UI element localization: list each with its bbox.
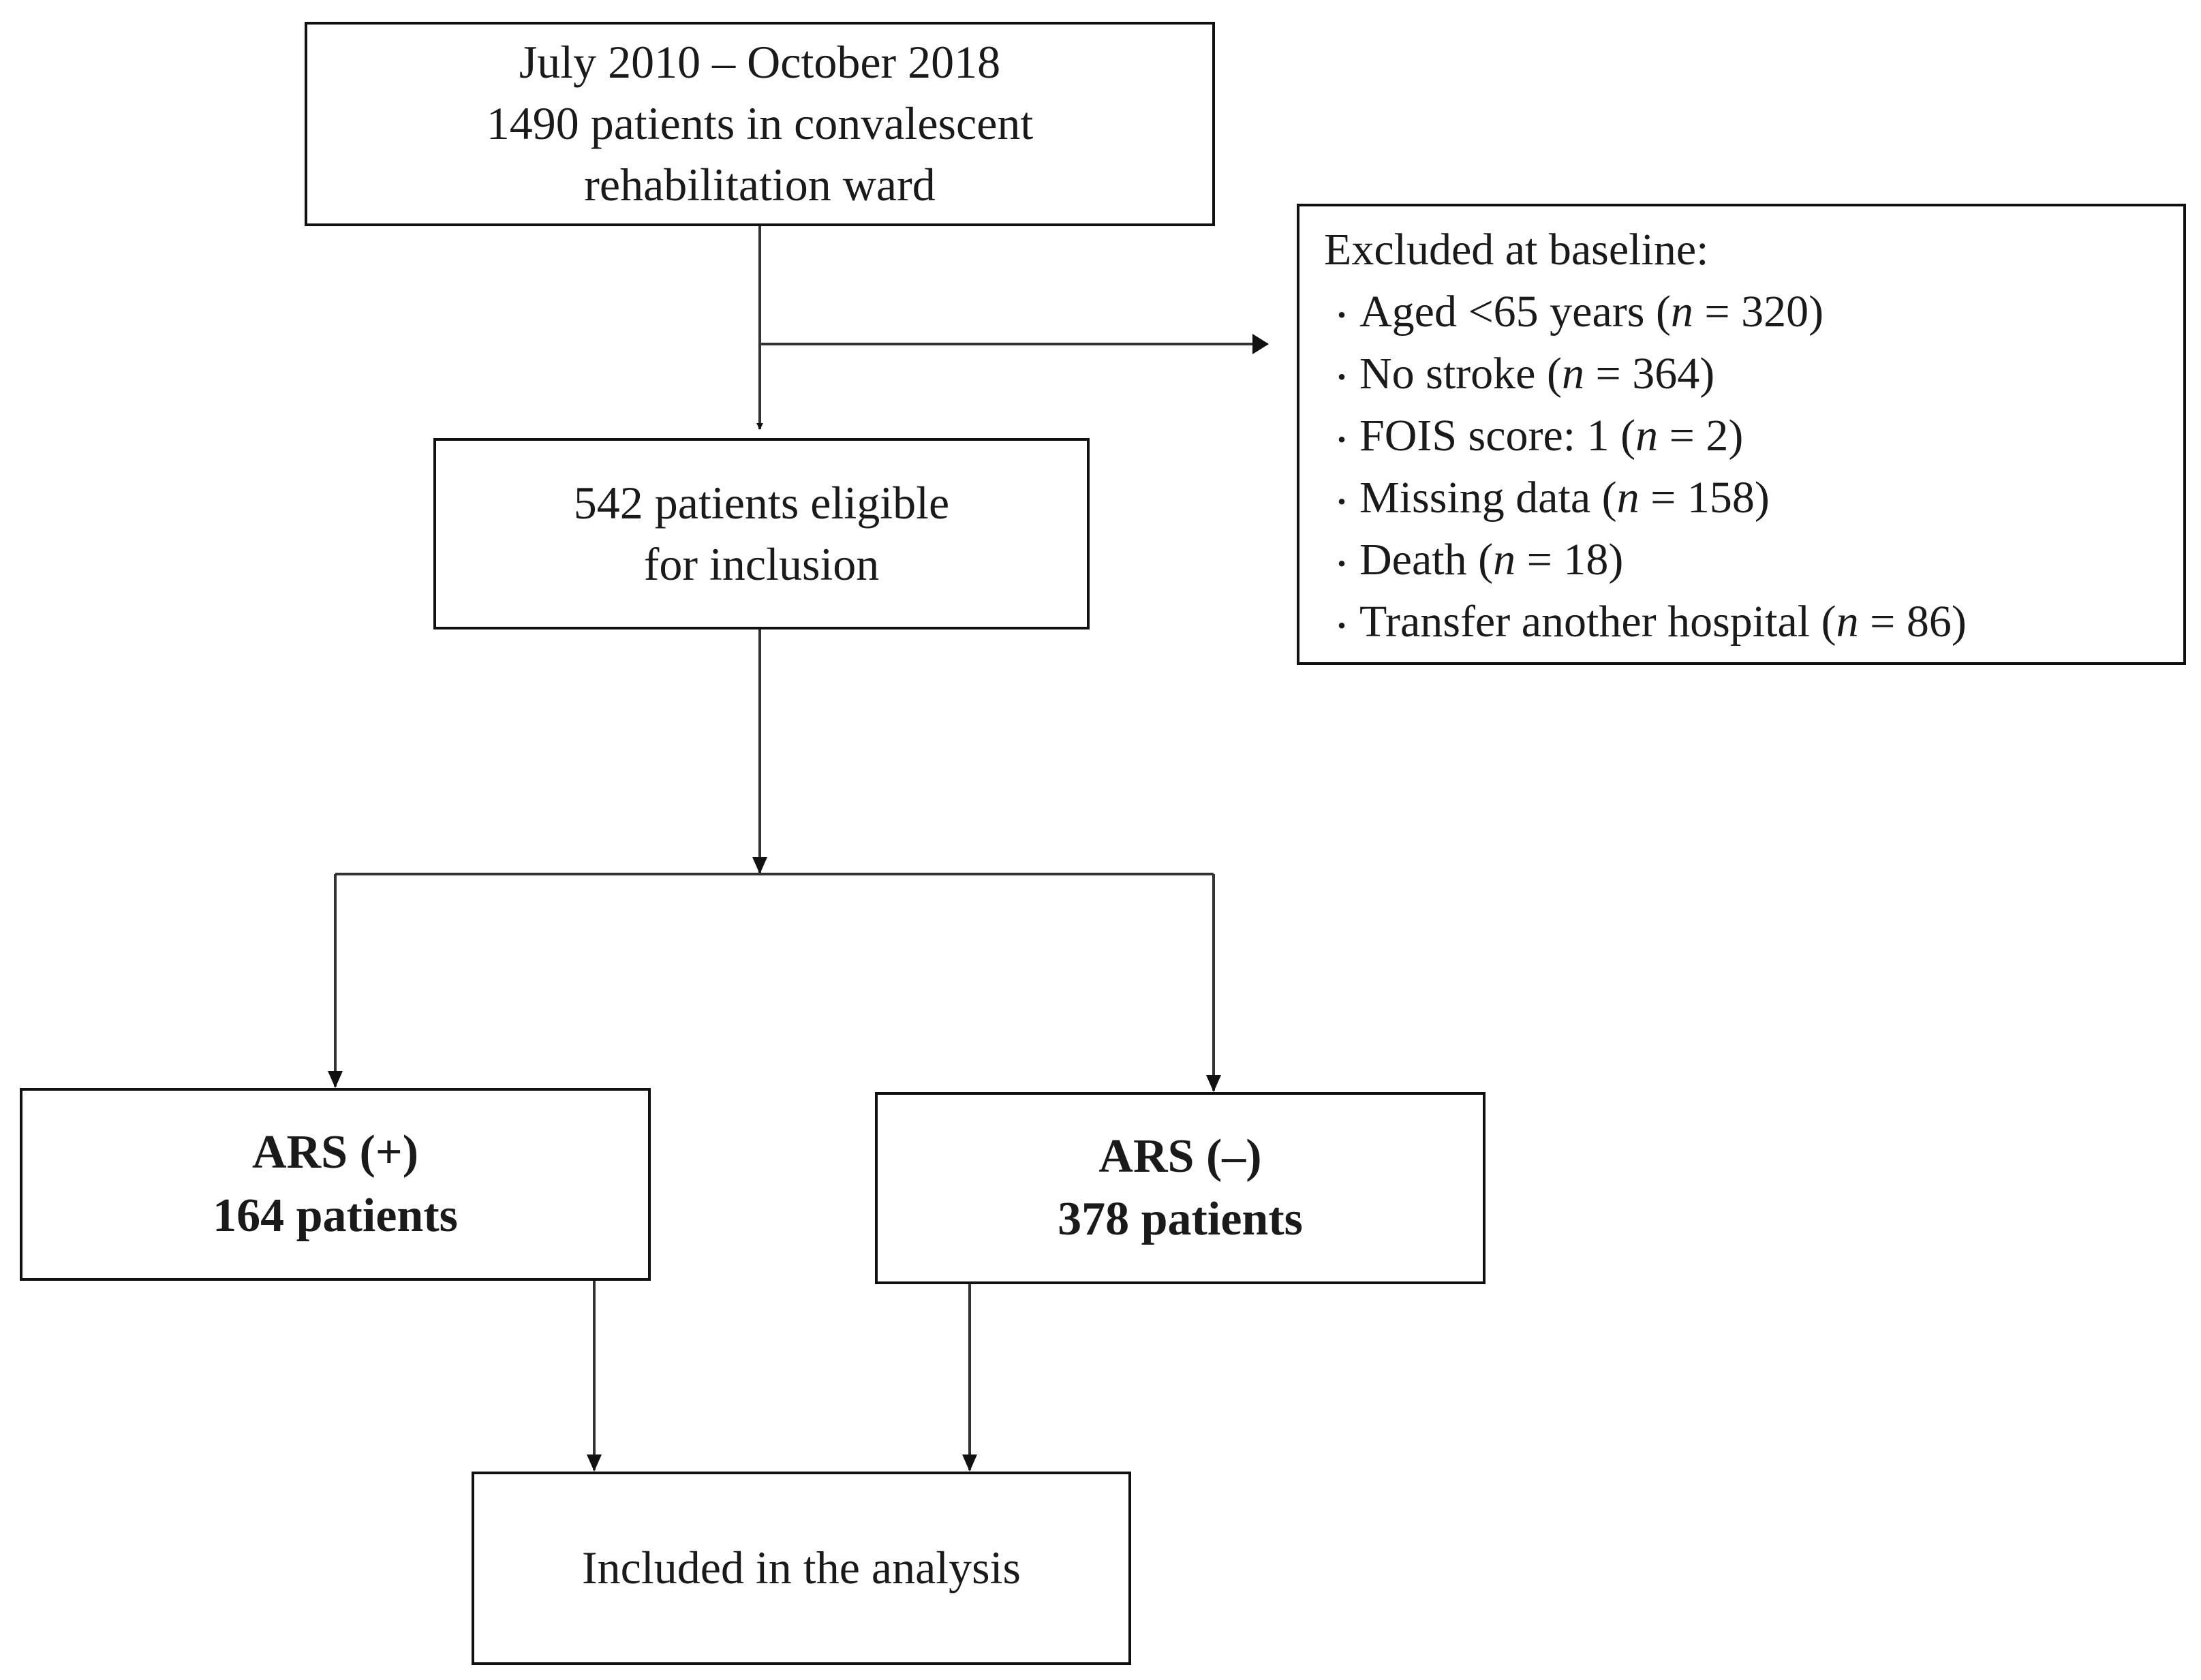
box-ars-negative: ARS (–) 378 patients bbox=[875, 1092, 1486, 1284]
excluded-item-count: 86 bbox=[1906, 597, 1952, 647]
excluded-item-label: Aged <65 years bbox=[1359, 287, 1645, 337]
box-excluded: Excluded at baseline: ・Aged <65 years (n… bbox=[1297, 204, 2186, 665]
arrowhead-included-right bbox=[962, 1455, 977, 1472]
arrowhead-included-left bbox=[587, 1455, 602, 1472]
arrowhead-ars-positive bbox=[328, 1071, 343, 1088]
excluded-item-label: No stroke bbox=[1359, 349, 1536, 399]
ars-positive-label: ARS (+) bbox=[251, 1126, 419, 1179]
bullet-icon: ・ bbox=[1328, 548, 1355, 580]
arrowhead-split bbox=[752, 857, 767, 874]
period-line-1: July 2010 – October 2018 bbox=[519, 36, 1001, 89]
excluded-item: ・Transfer another hospital (n = 86) bbox=[1324, 591, 1967, 653]
box-included: Included in the analysis bbox=[472, 1472, 1131, 1665]
box-study-period: July 2010 – October 2018 1490 patients i… bbox=[305, 22, 1215, 226]
excluded-item-count: 18 bbox=[1563, 535, 1609, 585]
excluded-list: ・Aged <65 years (n = 320) ・No stroke (n … bbox=[1324, 281, 1967, 653]
eligible-line-2: for inclusion bbox=[643, 538, 880, 590]
excluded-header: Excluded at baseline: bbox=[1324, 225, 1709, 275]
bullet-icon: ・ bbox=[1328, 486, 1355, 518]
bullet-icon: ・ bbox=[1328, 362, 1355, 394]
excluded-item: ・FOIS score: 1 (n = 2) bbox=[1324, 405, 1967, 467]
ars-negative-label: ARS (–) bbox=[1098, 1130, 1262, 1183]
excluded-item-count: 2 bbox=[1706, 411, 1729, 461]
arrowhead-excluded bbox=[1252, 334, 1269, 354]
period-line-3: rehabilitation ward bbox=[584, 158, 936, 211]
excluded-item-label: Transfer another hospital bbox=[1359, 597, 1811, 647]
excluded-item-label: FOIS score: 1 bbox=[1359, 411, 1610, 461]
bullet-icon: ・ bbox=[1328, 300, 1355, 332]
eligible-line-1: 542 patients eligible bbox=[573, 476, 950, 529]
ars-positive-count: 164 patients bbox=[213, 1189, 458, 1242]
bullet-icon: ・ bbox=[1328, 610, 1355, 642]
box-ars-positive: ARS (+) 164 patients bbox=[20, 1088, 651, 1281]
excluded-item-count: 320 bbox=[1741, 287, 1809, 337]
ars-negative-count: 378 patients bbox=[1058, 1193, 1303, 1245]
period-line-2: 1490 patients in convalescent bbox=[486, 97, 1034, 150]
excluded-item-count: 364 bbox=[1632, 349, 1700, 399]
excluded-item-label: Death bbox=[1359, 535, 1467, 585]
excluded-item: ・Death (n = 18) bbox=[1324, 529, 1967, 591]
excluded-item-label: Missing data bbox=[1359, 473, 1591, 523]
excluded-item: ・Aged <65 years (n = 320) bbox=[1324, 281, 1967, 343]
excluded-item: ・No stroke (n = 364) bbox=[1324, 343, 1967, 405]
box-eligible: 542 patients eligible for inclusion bbox=[433, 438, 1090, 629]
bullet-icon: ・ bbox=[1328, 424, 1355, 456]
arrowhead-ars-negative bbox=[1206, 1075, 1221, 1092]
excluded-item: ・Missing data (n = 158) bbox=[1324, 467, 1967, 529]
excluded-item-count: 158 bbox=[1687, 473, 1755, 523]
included-label: Included in the analysis bbox=[582, 1542, 1021, 1594]
